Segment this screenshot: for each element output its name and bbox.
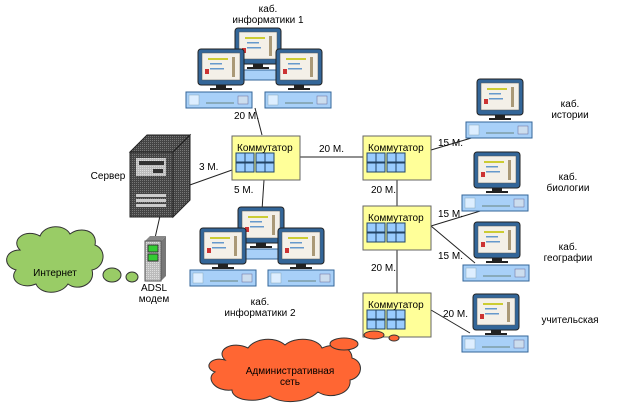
geography-label-line2: географии: [543, 253, 593, 264]
cables: [154, 107, 506, 334]
switch-2-label: Коммутатор: [368, 143, 424, 154]
cable-server-modem: [154, 215, 161, 239]
lab1-label-line1: каб.: [258, 4, 278, 15]
adsl-modem-icon: [144, 236, 166, 282]
lab2-computers: [189, 206, 335, 287]
biology-label-line2: биологии: [546, 183, 590, 194]
lab1-label-line2: информатики 1: [232, 15, 304, 26]
switch-4-label: Коммутатор: [368, 300, 424, 311]
admin-label-line2: сеть: [279, 377, 301, 388]
modem-label-line2: модем: [138, 294, 170, 305]
server-label: Сервер: [90, 171, 126, 182]
length-sw3-geography: 15 М.: [438, 251, 464, 262]
lab2-label: каб. информатики 2: [210, 297, 310, 319]
modem-label-line1: ADSL: [140, 283, 168, 294]
cable-sw4-teachers: [430, 309, 471, 334]
length-sw1-lab2: 5 М.: [234, 185, 254, 196]
history-label-line2: истории: [551, 110, 589, 121]
geography-label-line1: каб.: [558, 242, 578, 253]
admin-network-cloud: [208, 330, 400, 402]
lab2-label-line2: информатики 2: [224, 308, 296, 319]
internet-label: Интернет: [33, 268, 77, 279]
length-sw3-sw4: 20 М.: [371, 263, 397, 274]
cable-sw3-geography: [430, 225, 476, 264]
biology-computer: [461, 151, 529, 212]
admin-label-line1: Административная: [245, 366, 335, 377]
length-sw1-sw2: 20 М.: [319, 144, 345, 155]
history-computer: [465, 78, 533, 139]
cable-sw1-lab2: [261, 179, 265, 211]
biology-label: каб. биологии: [538, 172, 598, 194]
teachers-computer: [461, 293, 529, 353]
lab1-label: каб. информатики 1: [218, 4, 318, 26]
biology-label-line1: каб.: [558, 172, 578, 183]
length-sw2-sw3: 20 М.: [371, 185, 397, 196]
lab1-computers: [185, 27, 332, 109]
server-icon: [128, 133, 192, 219]
teachers-label: учительская: [541, 315, 599, 326]
geography-label: каб. географии: [538, 242, 598, 264]
lab2-label-line1: каб.: [250, 297, 270, 308]
admin-network-label: Административная сеть: [235, 366, 345, 388]
history-label: каб. истории: [540, 99, 600, 121]
cable-sw1-lab1: [254, 107, 263, 136]
geography-computer: [462, 221, 530, 282]
length-server-sw1: 3 М.: [199, 162, 219, 173]
modem-label: ADSL модем: [132, 283, 176, 305]
history-label-line1: каб.: [560, 99, 580, 110]
switch-1-label: Коммутатор: [237, 143, 293, 154]
length-sw1-lab1: 20 М.: [234, 111, 260, 122]
length-sw4-teachers: 20 М.: [443, 309, 469, 320]
switch-3-label: Коммутатор: [368, 213, 424, 224]
length-sw2-history: 15 М.: [438, 138, 464, 149]
internet-cloud: [6, 226, 139, 293]
cable-server-sw1: [186, 169, 233, 187]
length-sw3-biology: 15 М.: [438, 209, 464, 220]
